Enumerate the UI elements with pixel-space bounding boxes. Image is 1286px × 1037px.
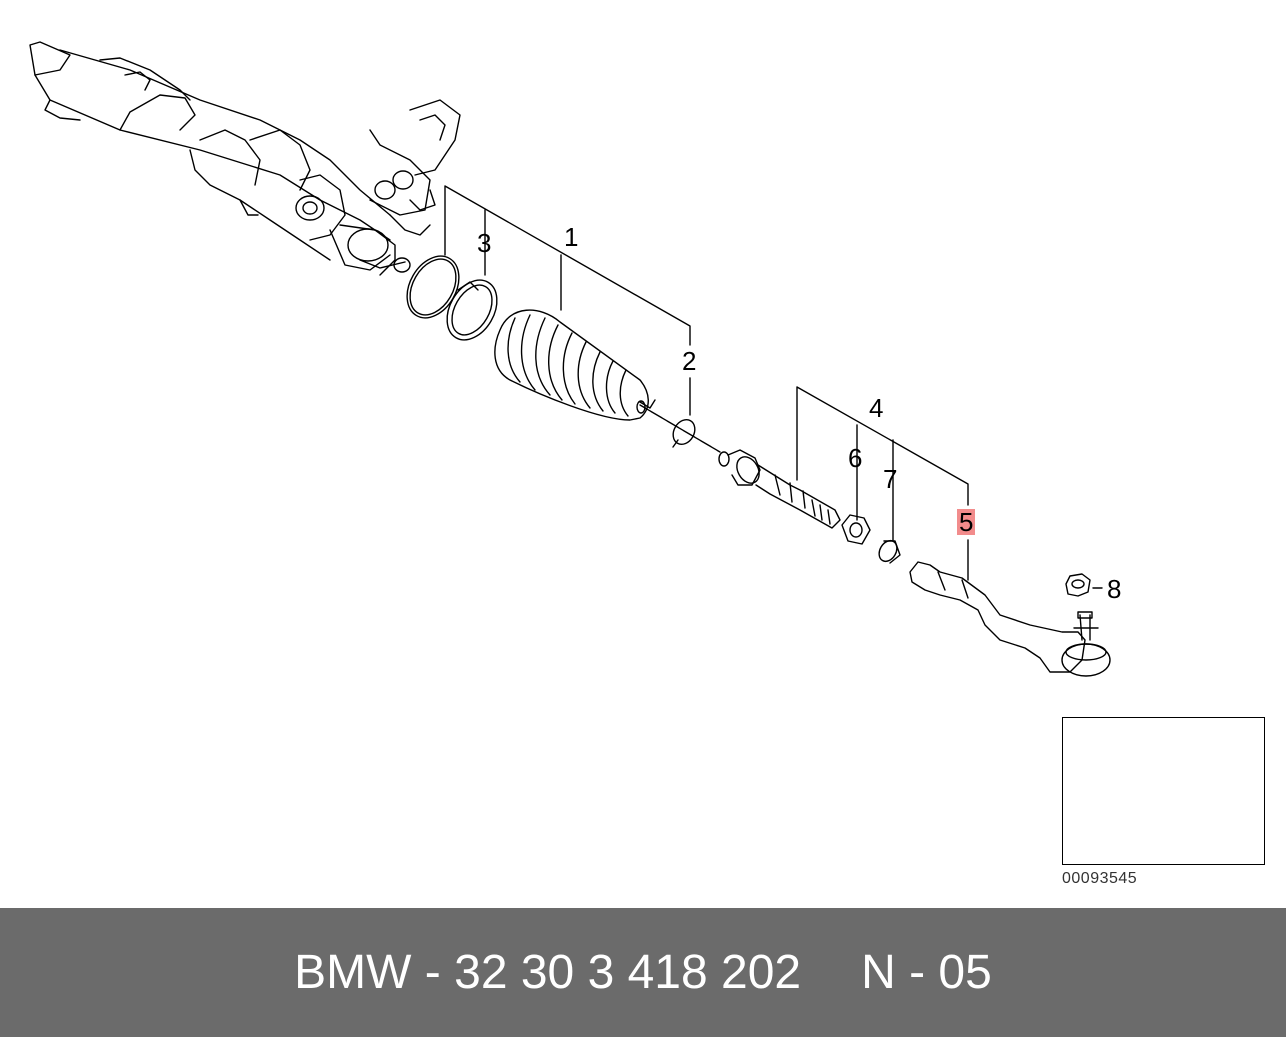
position-label: N - 05 xyxy=(861,946,992,999)
clamp-ring xyxy=(878,539,901,564)
bellows xyxy=(494,309,656,421)
callout-4[interactable]: 4 xyxy=(869,393,884,423)
inner-tie-rod xyxy=(718,449,841,529)
hex-nut xyxy=(841,514,871,545)
callout-1[interactable]: 1 xyxy=(564,222,579,252)
parts-diagram xyxy=(29,41,1263,863)
callout-6[interactable]: 6 xyxy=(848,443,863,473)
leader-lines xyxy=(444,185,1103,589)
steering-rack-housing xyxy=(29,41,461,276)
circlip xyxy=(672,418,696,448)
vehicle-inset-frame xyxy=(1062,717,1265,865)
self-locking-nut xyxy=(1065,573,1091,597)
callout-3[interactable]: 3 xyxy=(477,228,492,258)
callout-5[interactable]: 5 xyxy=(957,507,976,537)
callout-8[interactable]: 8 xyxy=(1107,574,1122,604)
callout-7[interactable]: 7 xyxy=(883,464,898,494)
footer-bar: BMW - 32 30 3 418 202 N - 05 xyxy=(0,908,1286,1037)
o-ring xyxy=(406,255,460,319)
clamp xyxy=(446,279,498,341)
figure-number: 00093545 xyxy=(1062,870,1138,887)
part-number-label: BMW - 32 30 3 418 202 xyxy=(294,946,802,999)
outer-tie-rod-end xyxy=(909,561,1111,677)
callout-2[interactable]: 2 xyxy=(682,346,697,376)
